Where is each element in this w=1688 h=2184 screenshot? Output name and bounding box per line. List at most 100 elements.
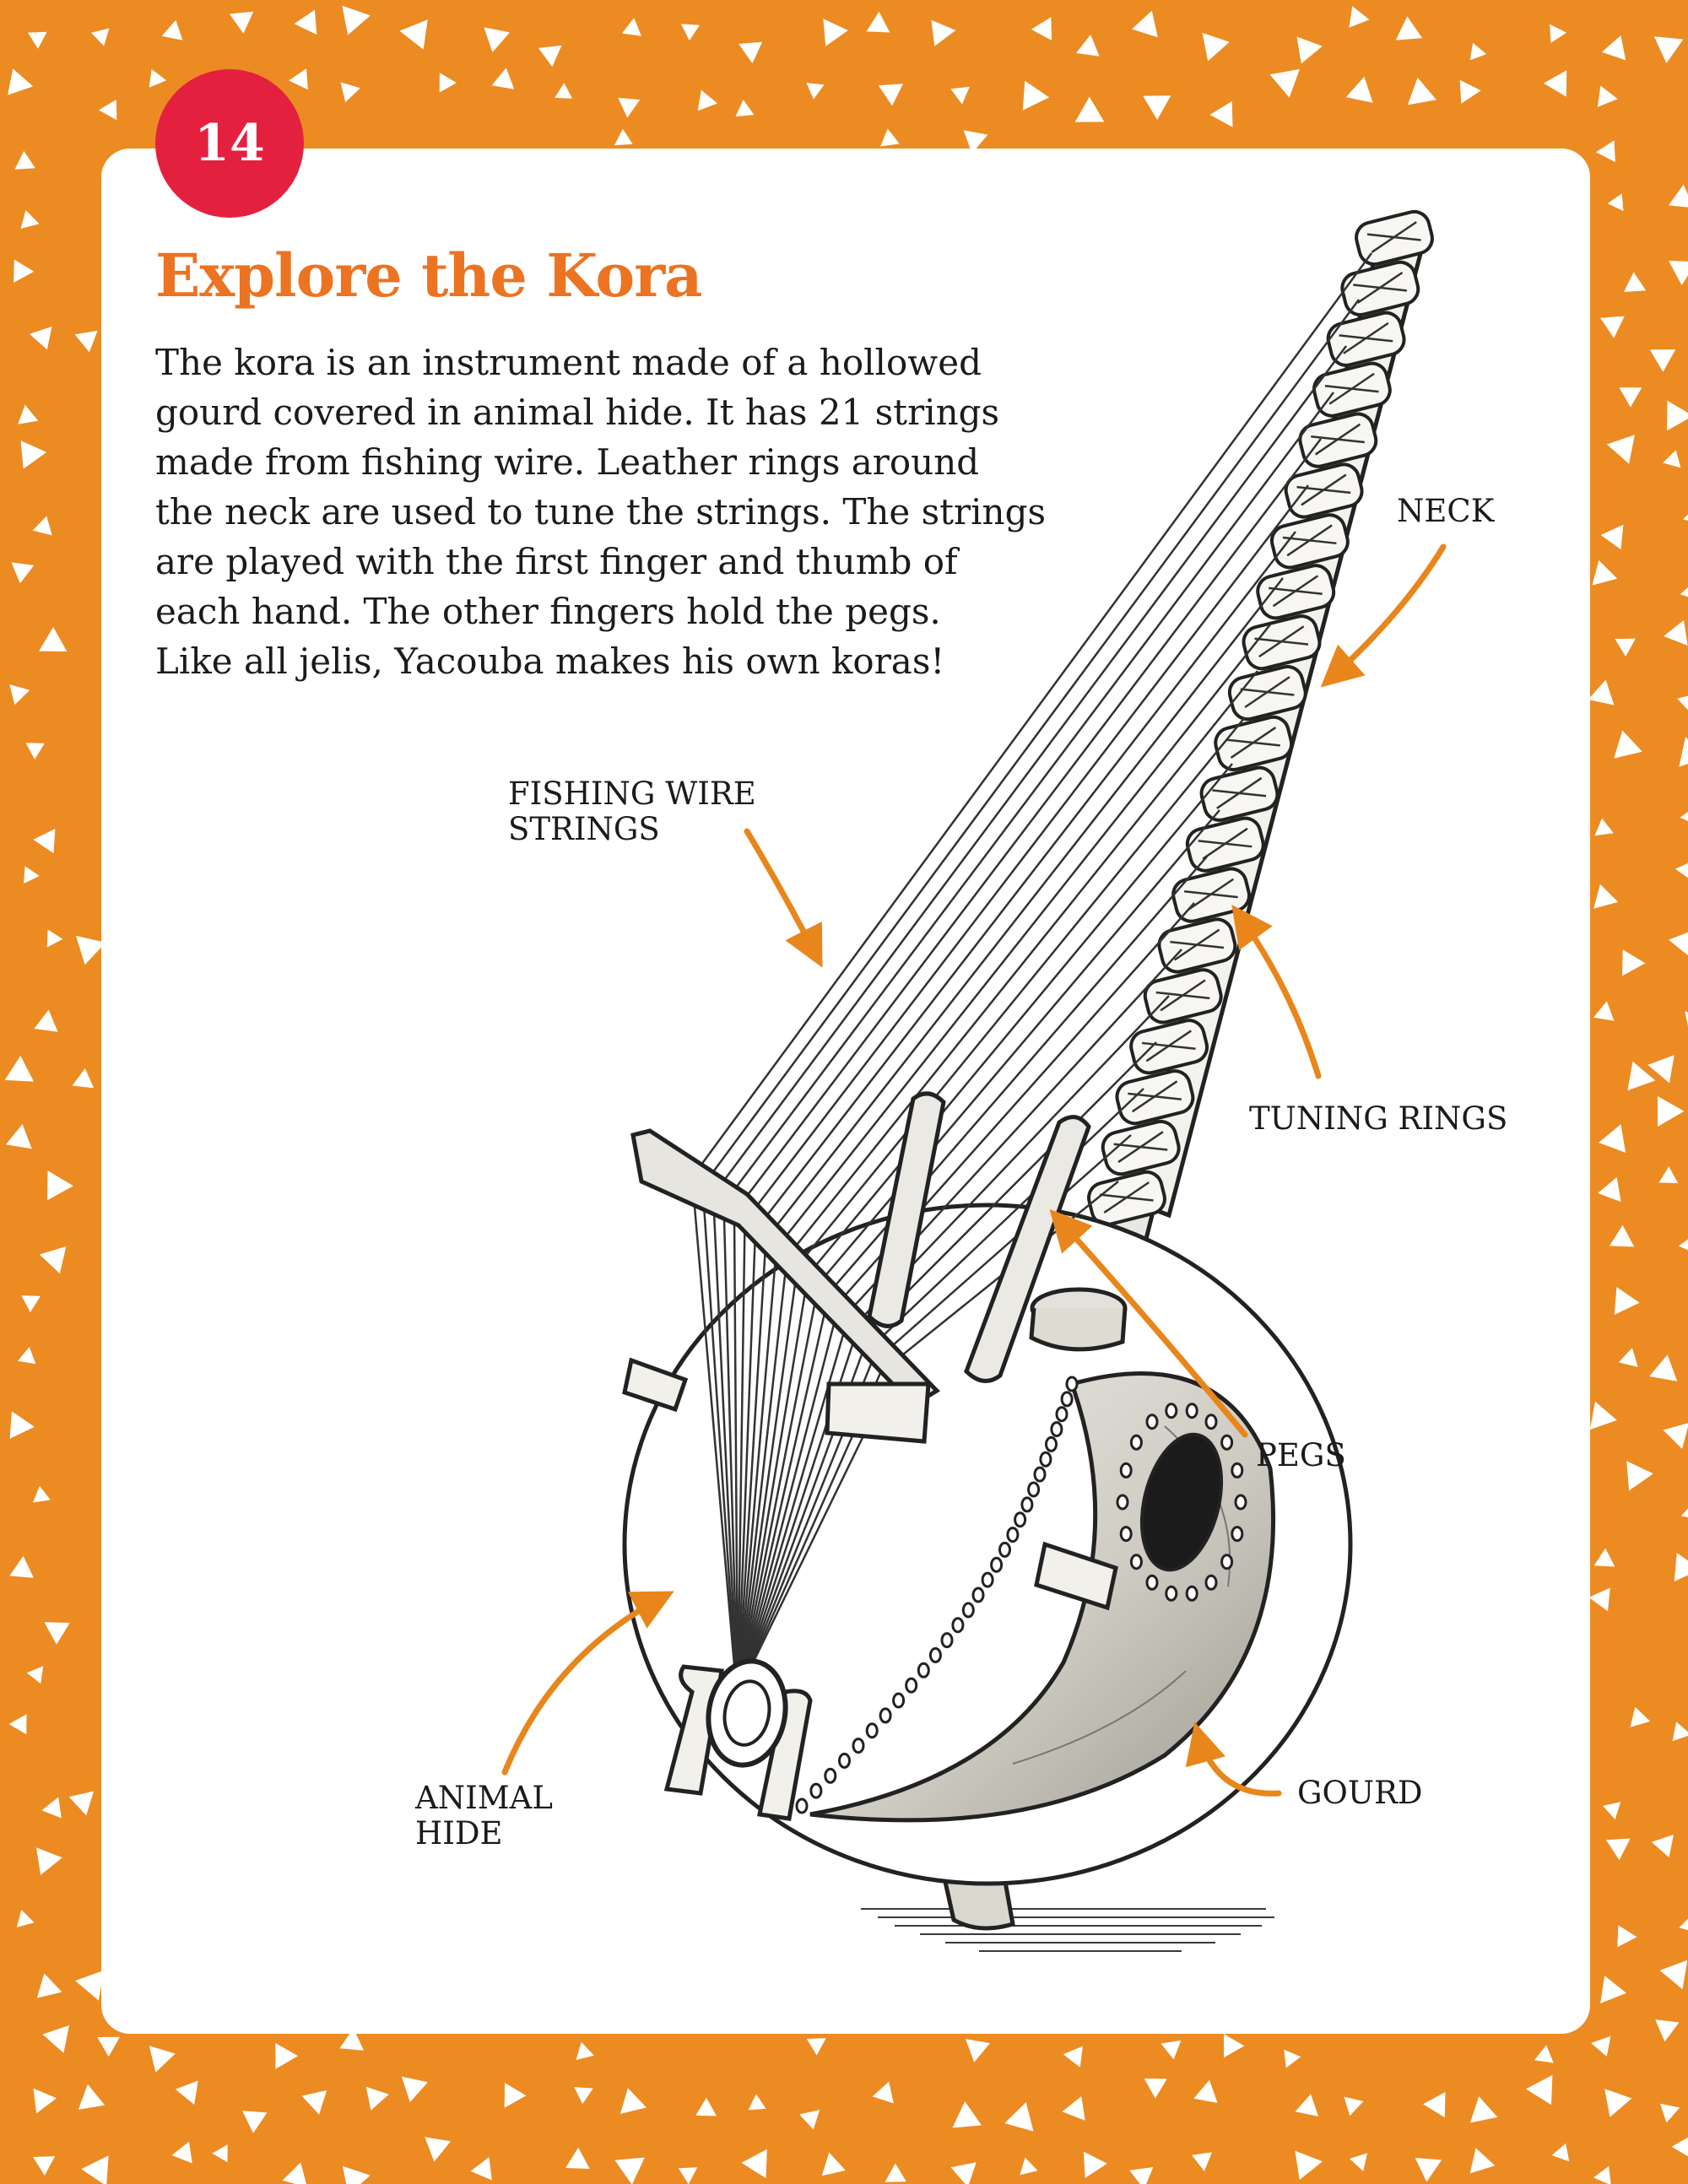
ring-cross-lacing [1324, 372, 1379, 405]
tack [1185, 1585, 1198, 1602]
label-animal-hide: ANIMAL HIDE [415, 1780, 553, 1852]
confetti-triangle [76, 935, 106, 965]
tack [809, 1782, 823, 1799]
confetti-triangle [42, 2025, 69, 2053]
confetti-triangle [576, 2041, 594, 2060]
confetti-triangle [565, 2147, 590, 2169]
tack [961, 1602, 975, 1619]
confetti-triangle [282, 2162, 306, 2184]
confetti-triangle [1083, 2151, 1107, 2178]
confetti-triangle [1284, 2049, 1301, 2068]
confetti-triangle [26, 1666, 44, 1684]
confetti-triangle [175, 2080, 198, 2105]
confetti-triangle [1600, 524, 1624, 550]
confetti-triangle [1659, 1960, 1688, 1990]
label-tuning-rings: TUNING RINGS [1249, 1100, 1508, 1137]
confetti-triangle [1601, 35, 1626, 61]
confetti-triangle [1192, 2152, 1212, 2171]
tack [990, 1556, 1004, 1573]
string-ring [663, 1658, 813, 1821]
confetti-triangle [1674, 1553, 1688, 1581]
confetti-triangle [1598, 1177, 1621, 1203]
confetti-triangle [11, 562, 35, 584]
confetti-triangle [1592, 560, 1618, 586]
tack [971, 1587, 985, 1603]
tack [1039, 1451, 1052, 1468]
tack [1055, 1406, 1069, 1423]
confetti-triangle [697, 89, 718, 111]
confetti-triangle [97, 2036, 120, 2057]
confetti-triangle [1423, 2092, 1446, 2118]
confetti-triangle [1679, 737, 1688, 767]
confetti-triangle [1663, 1423, 1688, 1449]
confetti-triangle [1525, 2074, 1553, 2106]
ring-cross-lacing [1170, 928, 1225, 961]
confetti-triangle [1626, 1461, 1653, 1491]
confetti-triangle [1469, 42, 1487, 61]
confetti-triangle [1076, 35, 1100, 57]
confetti-triangle [1202, 32, 1230, 62]
confetti-triangle [1671, 2137, 1688, 2157]
confetti-triangle [1031, 17, 1052, 41]
confetti-triangle [1349, 6, 1370, 28]
confetti-triangle [14, 259, 35, 283]
confetti-triangle [340, 82, 360, 103]
confetti-triangle [1295, 2094, 1319, 2116]
confetti-triangle [399, 19, 428, 50]
confetti-triangle [1395, 16, 1423, 41]
label-fishing-wire-strings: FISHING WIRE STRINGS [508, 776, 756, 847]
confetti-triangle [1062, 2096, 1085, 2121]
tack [1045, 1435, 1058, 1452]
confetti-triangle [538, 45, 562, 68]
confetti-triangle [289, 68, 308, 90]
tack [1220, 1554, 1234, 1570]
confetti-triangle [25, 743, 45, 760]
label-arrows [501, 543, 1447, 1797]
ring-cross-lacing [1226, 727, 1280, 759]
confetti-triangle [33, 1485, 51, 1503]
tack [1204, 1414, 1218, 1430]
confetti-triangle [1593, 1548, 1615, 1567]
confetti-triangle [1619, 387, 1642, 408]
confetti-triangle [1534, 2045, 1554, 2063]
confetti-triangle [1680, 811, 1688, 821]
tack [1014, 1511, 1027, 1528]
pegs-arrow [1049, 1208, 1248, 1438]
confetti-triangle [339, 2028, 364, 2051]
confetti-triangle [33, 829, 56, 854]
confetti-triangle [1672, 1722, 1688, 1742]
side-blocks [622, 1357, 1118, 1611]
confetti-triangle [1664, 619, 1688, 646]
confetti-triangle [963, 130, 988, 154]
tack [1129, 1434, 1143, 1451]
confetti-triangle [491, 68, 515, 89]
confetti-triangle [33, 2156, 56, 2176]
confetti-triangle [1593, 884, 1619, 909]
label-neck: NECK [1397, 493, 1495, 529]
decorative-tacks [795, 1376, 1247, 1814]
ring-cross-lacing [1113, 1131, 1168, 1164]
page-number-badge: 14 [155, 69, 304, 218]
ring-cross-lacing [1198, 827, 1252, 860]
confetti-triangle [1295, 2150, 1323, 2181]
tack [879, 1707, 892, 1724]
confetti-triangle [695, 2097, 717, 2116]
ring-cross-lacing [1240, 676, 1295, 709]
confetti-triangle [1618, 1348, 1638, 1367]
tack [981, 1571, 994, 1588]
confetti-triangle [1685, 1011, 1688, 1027]
confetti-triangle [1593, 2165, 1611, 2184]
confetti-triangle [342, 2165, 371, 2184]
confetti-triangle [931, 19, 956, 46]
confetti-triangle [1622, 949, 1646, 976]
confetti-triangle [1651, 1835, 1674, 1857]
confetti-triangle [1669, 932, 1688, 956]
confetti-triangle [555, 83, 573, 99]
tack [998, 1541, 1011, 1558]
confetti-triangle [301, 2090, 327, 2115]
confetti-triangle [738, 41, 763, 64]
confetti-triangle [741, 2149, 767, 2179]
confetti-triangle [1224, 2034, 1245, 2058]
